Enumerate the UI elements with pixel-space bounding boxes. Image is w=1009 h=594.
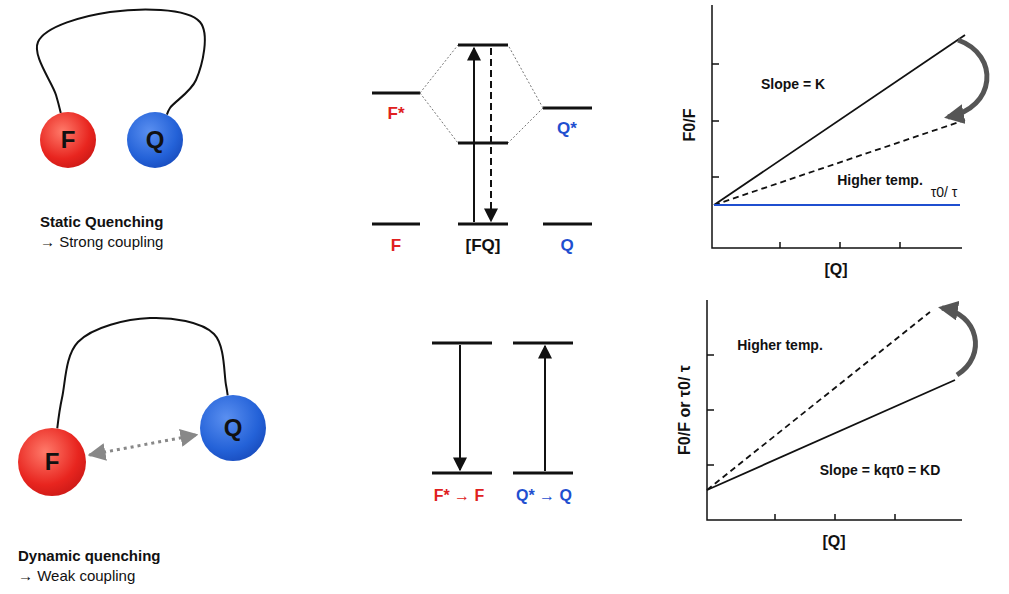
high-temp-line bbox=[714, 120, 965, 205]
energy-levels-dynamic bbox=[432, 343, 573, 473]
interaction-arrow bbox=[89, 435, 196, 455]
stern-volmer-axes bbox=[712, 5, 962, 248]
energy-level-label: F* bbox=[388, 104, 405, 124]
panel-caption: → Weak coupling bbox=[18, 567, 135, 584]
sphere-label: Q bbox=[224, 414, 243, 442]
lifetime-line bbox=[714, 204, 960, 206]
plot-annotation: Slope = kqτ0 = KD bbox=[820, 462, 941, 478]
sphere-label: Q bbox=[146, 126, 165, 154]
sphere-label: F bbox=[61, 126, 76, 154]
panel-caption: → Strong coupling bbox=[40, 233, 163, 250]
panel-caption: Static Quenching bbox=[40, 213, 163, 230]
panel-caption: Dynamic quenching bbox=[18, 547, 161, 564]
orbital-correlation-lines bbox=[420, 45, 543, 143]
energy-levels-static bbox=[372, 45, 592, 224]
stern-volmer-axes bbox=[707, 300, 962, 520]
fluorophore-sphere: F bbox=[18, 428, 86, 496]
fluorophore-sphere: F bbox=[40, 112, 96, 168]
energy-level-label: Q* → Q bbox=[516, 487, 572, 505]
transition-arrows bbox=[460, 345, 545, 471]
plot-annotation: τ0/ τ bbox=[931, 184, 958, 200]
sphere-label: F bbox=[45, 448, 60, 476]
axis-title: [Q] bbox=[824, 261, 847, 279]
energy-level-label: Q* bbox=[557, 119, 577, 139]
plot-annotation: Higher temp. bbox=[837, 172, 923, 188]
energy-level-label: F* → F bbox=[434, 487, 485, 505]
static-slope-line bbox=[714, 35, 965, 205]
axis-title: [Q] bbox=[822, 533, 845, 551]
energy-level-label: [FQ] bbox=[466, 236, 501, 256]
curved-arrow bbox=[948, 40, 987, 117]
dynamic-slope-line bbox=[707, 380, 955, 490]
linker-chain bbox=[57, 318, 227, 429]
plot-annotation: Slope = K bbox=[761, 76, 825, 92]
plot-annotation: Higher temp. bbox=[737, 337, 823, 353]
energy-level-label: F bbox=[391, 236, 401, 256]
quencher-sphere: Q bbox=[200, 395, 266, 461]
curved-arrow bbox=[942, 308, 975, 375]
quencher-sphere: Q bbox=[127, 112, 183, 168]
axis-title: F0/F bbox=[681, 109, 699, 142]
energy-level-label: Q bbox=[560, 236, 573, 256]
axis-title: F0/F or τ0/ τ bbox=[676, 365, 694, 455]
transition-arrows bbox=[474, 48, 491, 222]
linker-chain bbox=[37, 9, 205, 114]
